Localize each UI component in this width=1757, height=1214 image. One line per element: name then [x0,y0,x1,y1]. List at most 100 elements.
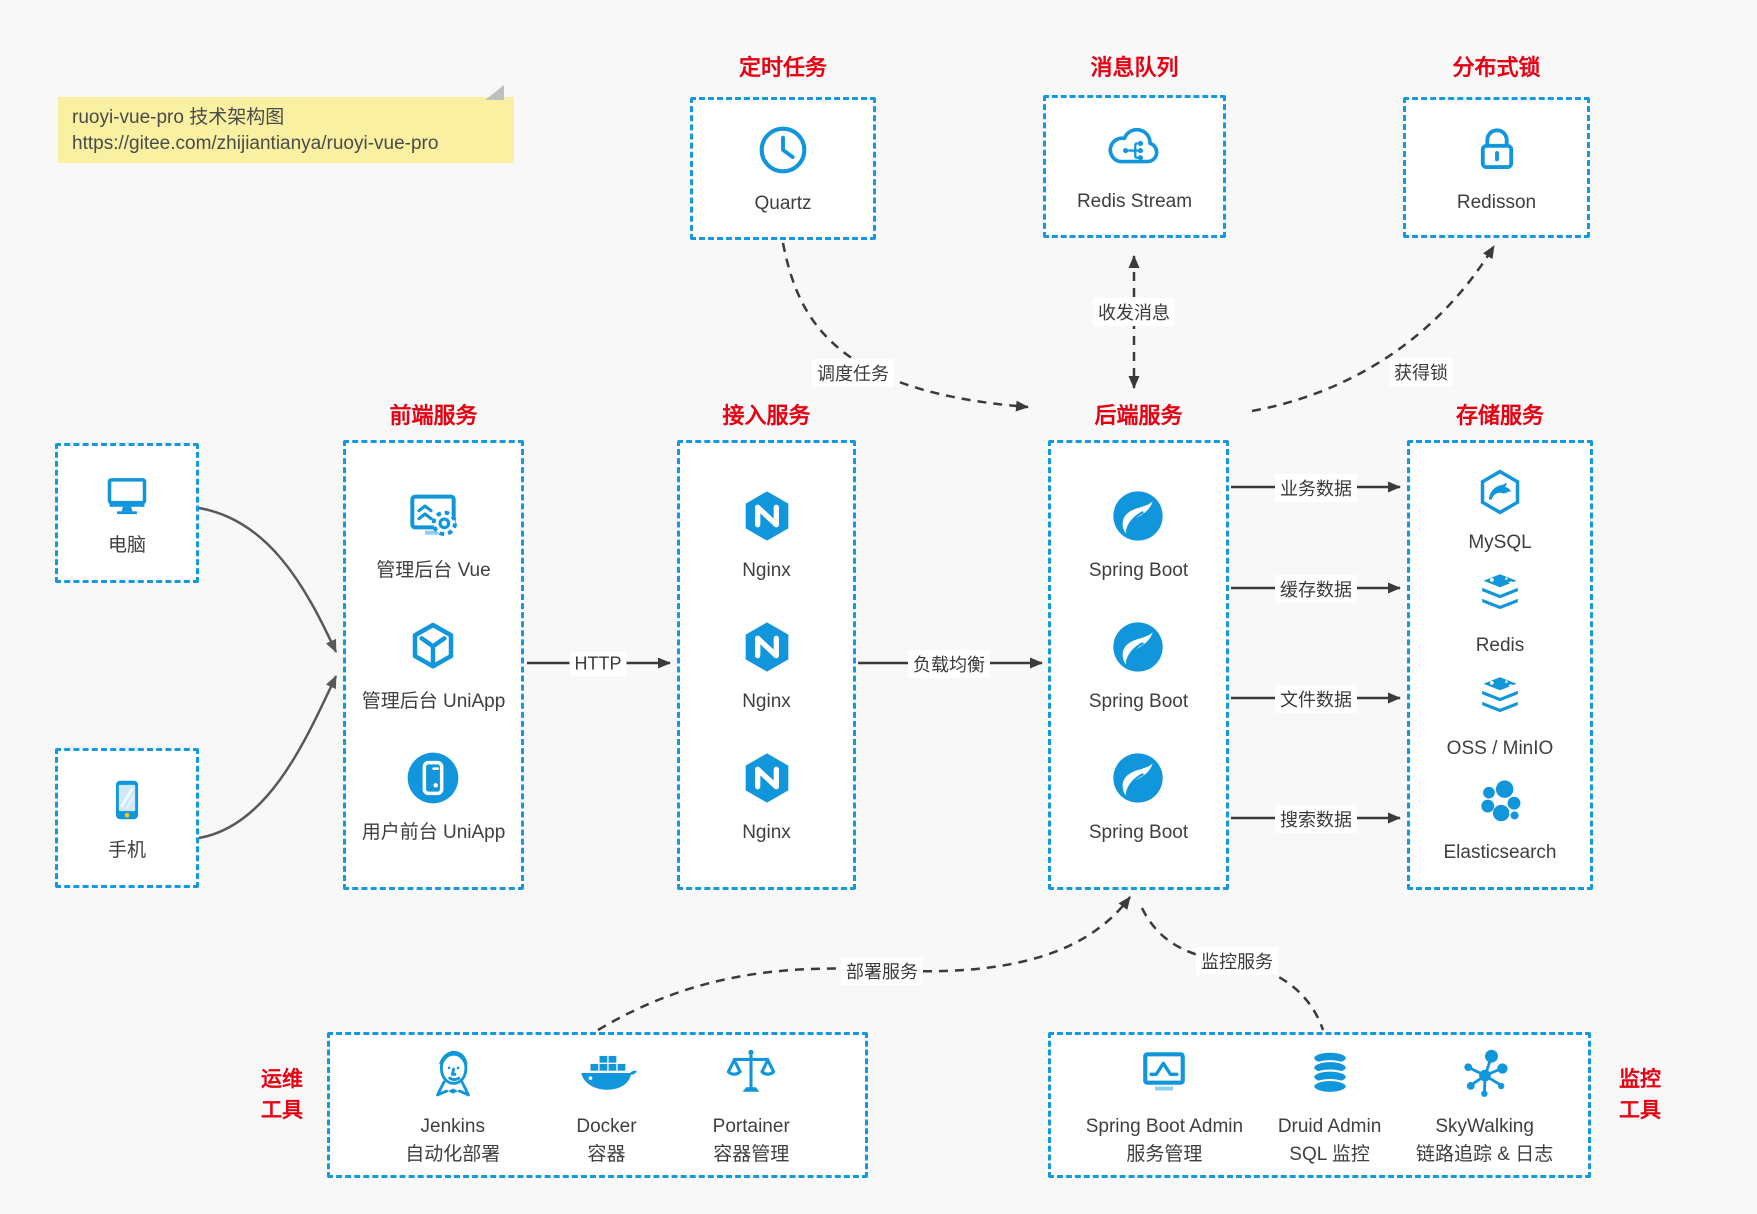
uniapp-app-icon [401,746,465,810]
edge-label-schedule: 调度任务 [812,359,894,387]
item-phone: 手机 [99,772,155,865]
edge-label-load-balance: 负载均衡 [908,650,990,678]
item-label: 管理后台 Vue [376,559,491,581]
edge-label-http: HTTP [569,652,627,676]
item-admin-vue: 管理后台 Vue [376,484,491,585]
skywalking-icon [1454,1042,1516,1104]
edge-label-cache-data: 缓存数据 [1275,575,1357,603]
group-ops-tools: Jenkins 自动化部署 Docker 容器 Portainer 容器管理 [327,1032,868,1178]
item-label: 管理后台 UniApp [361,690,506,712]
item-mysql: MySQL [1468,464,1532,557]
cloud-stream-icon [1103,117,1165,179]
item-label: Nginx [742,821,791,843]
group-title-backend: 后端服务 [1094,403,1183,428]
item-label: Docker [576,1115,637,1137]
item-druid-admin: Druid Admin SQL 监控 [1277,1042,1382,1168]
item-oss-minio: OSS / MinIO [1446,670,1554,763]
admin-vue-icon [401,484,465,548]
item-label: Quartz [754,193,812,215]
item-admin-uniapp: 管理后台 UniApp [361,615,506,716]
item-springboot-1: Spring Boot [1089,484,1188,585]
group-storage: MySQL Redis OSS / MinIO Elasticsearch [1407,440,1593,890]
clock-icon [752,119,814,181]
group-title-scheduled-tasks: 定时任务 [738,55,827,80]
edge-label-file-data: 文件数据 [1275,685,1357,713]
item-label: MySQL [1468,531,1532,553]
client-phone-box: 手机 [55,748,199,888]
item-nginx-1: Nginx [735,484,799,585]
edge-label-message: 收发消息 [1093,298,1175,326]
item-sublabel: 服务管理 [1126,1143,1203,1165]
group-monitor-tools: Spring Boot Admin 服务管理 Druid Admin SQL 监… [1048,1032,1591,1178]
group-title-storage: 存储服务 [1455,403,1544,428]
item-label: Redis Stream [1076,191,1193,213]
desktop-icon [99,467,155,523]
druid-icon [1299,1042,1361,1104]
group-scheduled-tasks: Quartz [690,97,876,240]
item-elasticsearch: Elasticsearch [1444,774,1557,867]
note-title: ruoyi-vue-pro 技术架构图 [72,107,285,128]
item-label: Spring Boot [1088,821,1189,843]
edge-label-lock: 获得锁 [1389,358,1453,386]
item-redis: Redis [1472,567,1528,660]
note-url: https://gitee.com/zhijiantianya/ruoyi-vu… [72,133,439,154]
client-pc-box: 电脑 [55,443,199,583]
group-title-distributed-lock: 分布式锁 [1452,55,1541,80]
edge-label-deploy: 部署服务 [841,957,923,985]
spring-boot-icon [1106,484,1170,548]
jenkins-icon [422,1042,484,1104]
group-message-queue: Redis Stream [1043,95,1226,238]
spring-boot-icon [1106,746,1170,810]
arrow-pc-to-frontend [198,506,338,653]
nginx-icon [735,746,799,810]
item-label: 手机 [107,839,146,861]
item-redisson: Redisson [1457,118,1536,217]
edge-label-biz-data: 业务数据 [1275,474,1357,502]
item-label: OSS / MinIO [1446,738,1554,760]
edge-label-search-data: 搜索数据 [1275,805,1357,833]
item-label: Portainer [712,1115,790,1137]
redis-icon [1472,567,1528,623]
group-title-frontend: 前端服务 [389,403,478,428]
docker-icon [575,1042,637,1104]
item-nginx-3: Nginx [735,746,799,847]
arrow-lock [1251,245,1496,413]
edge-label-monitor: 监控服务 [1196,947,1278,975]
group-backend: Spring Boot Spring Boot Spring Boot [1048,440,1229,890]
item-quartz: Quartz [752,119,814,218]
nginx-icon [735,615,799,679]
sticky-note: ruoyi-vue-pro 技术架构图 https://gitee.com/zh… [58,85,514,163]
item-redis-stream: Redis Stream [1077,117,1192,216]
item-sublabel: 链路追踪 & 日志 [1416,1143,1554,1165]
item-spring-boot-admin: Spring Boot Admin 服务管理 [1086,1042,1243,1168]
item-skywalking: SkyWalking 链路追踪 & 日志 [1416,1042,1553,1168]
arrow-phone-to-frontend [198,675,338,840]
portainer-icon [720,1042,782,1104]
group-gateway: Nginx Nginx Nginx [677,440,856,890]
group-distributed-lock: Redisson [1403,97,1590,238]
item-sublabel: 容器管理 [713,1143,790,1165]
item-jenkins: Jenkins 自动化部署 [405,1042,500,1168]
item-springboot-3: Spring Boot [1089,746,1188,847]
item-label: Spring Boot Admin [1085,1115,1244,1137]
item-label: Elasticsearch [1443,841,1557,863]
group-title-message-queue: 消息队列 [1090,55,1179,80]
group-title-ops-tools: 运维 工具 [261,1068,303,1122]
item-label: Spring Boot [1088,690,1189,712]
item-docker: Docker 容器 [575,1042,637,1168]
group-title-gateway: 接入服务 [722,403,811,428]
item-label: SkyWalking [1435,1115,1534,1137]
uniapp-cube-icon [401,615,465,679]
item-springboot-2: Spring Boot [1089,615,1188,716]
mysql-icon [1472,464,1528,520]
item-sublabel: SQL 监控 [1289,1143,1370,1165]
item-sublabel: 自动化部署 [405,1143,501,1165]
item-label: 用户前台 UniApp [361,821,506,843]
item-label: Jenkins [420,1115,485,1137]
item-label: Druid Admin [1277,1115,1382,1137]
item-label: Redis [1475,635,1525,657]
item-label: Nginx [742,559,791,581]
spring-boot-admin-icon [1133,1042,1195,1104]
item-sublabel: 容器 [587,1143,626,1165]
